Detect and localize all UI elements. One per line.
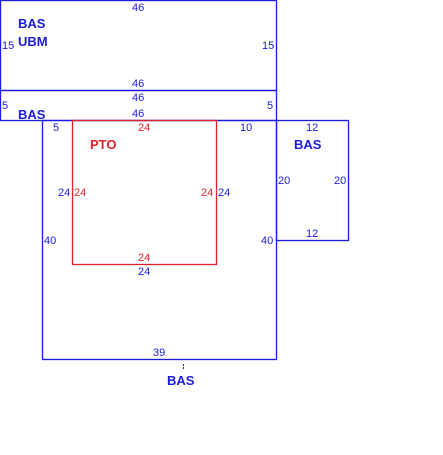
dimension-label: 10 <box>240 122 252 134</box>
dimension-label: 46 <box>132 2 144 14</box>
dimension-label: 40 <box>44 235 56 247</box>
dimension-label: 46 <box>132 78 144 90</box>
pto-area <box>71 119 218 266</box>
main-bas-area <box>41 119 278 361</box>
tick-mark <box>183 364 184 366</box>
dimension-label: 15 <box>2 40 14 52</box>
dimension-label: 12 <box>306 228 318 240</box>
dimension-label: 24 <box>138 266 150 278</box>
dimension-label: 24 <box>138 252 150 264</box>
dimension-label: 40 <box>261 235 273 247</box>
dimension-label: 24 <box>218 187 230 199</box>
area-label-bas-main: BAS <box>167 373 195 388</box>
dimension-label: 5 <box>2 100 8 112</box>
dimension-label: 20 <box>278 175 290 187</box>
dimension-label: 39 <box>153 347 165 359</box>
right-bas-area <box>275 119 350 242</box>
dimension-label: 24 <box>138 122 150 134</box>
area-label-bas-upper: BAS <box>18 16 46 31</box>
area-label-pto: PTO <box>90 137 117 152</box>
area-label-bas-strip: BAS <box>18 107 46 122</box>
dimension-label: 5 <box>267 100 273 112</box>
dimension-label: 15 <box>262 40 274 52</box>
dimension-label: 12 <box>306 122 318 134</box>
dimension-label: 46 <box>132 92 144 104</box>
dimension-label: 24 <box>201 187 213 199</box>
dimension-label: 46 <box>132 108 144 120</box>
dimension-label: 24 <box>74 187 86 199</box>
dimension-label: 24 <box>58 187 70 199</box>
dimension-label: 5 <box>53 122 59 134</box>
area-label-ubm: UBM <box>18 34 48 49</box>
tick-mark <box>183 367 184 369</box>
area-label-bas-right: BAS <box>294 137 322 152</box>
dimension-label: 20 <box>334 175 346 187</box>
